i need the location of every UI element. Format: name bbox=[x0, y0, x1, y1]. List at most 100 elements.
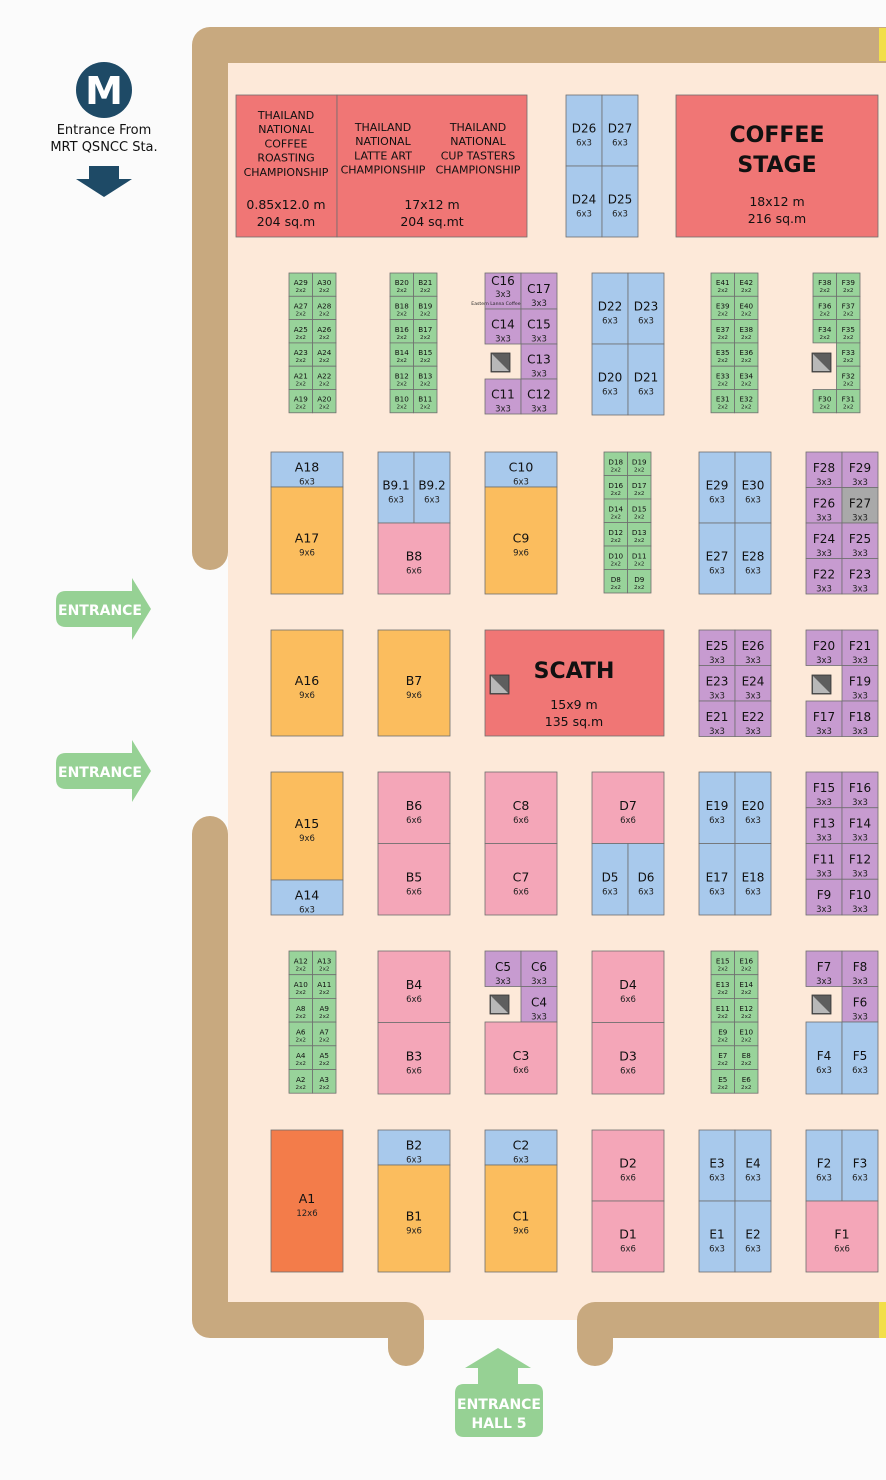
scath-area[interactable]: SCATH 15x9 m 135 sq.m bbox=[484, 629, 665, 737]
coffee-stage[interactable]: COFFEE STAGE 18x12 m 216 sq.m bbox=[675, 94, 879, 238]
championships-area[interactable]: THAILANDNATIONALCOFFEEROASTINGCHAMPIONSH… bbox=[235, 94, 528, 238]
